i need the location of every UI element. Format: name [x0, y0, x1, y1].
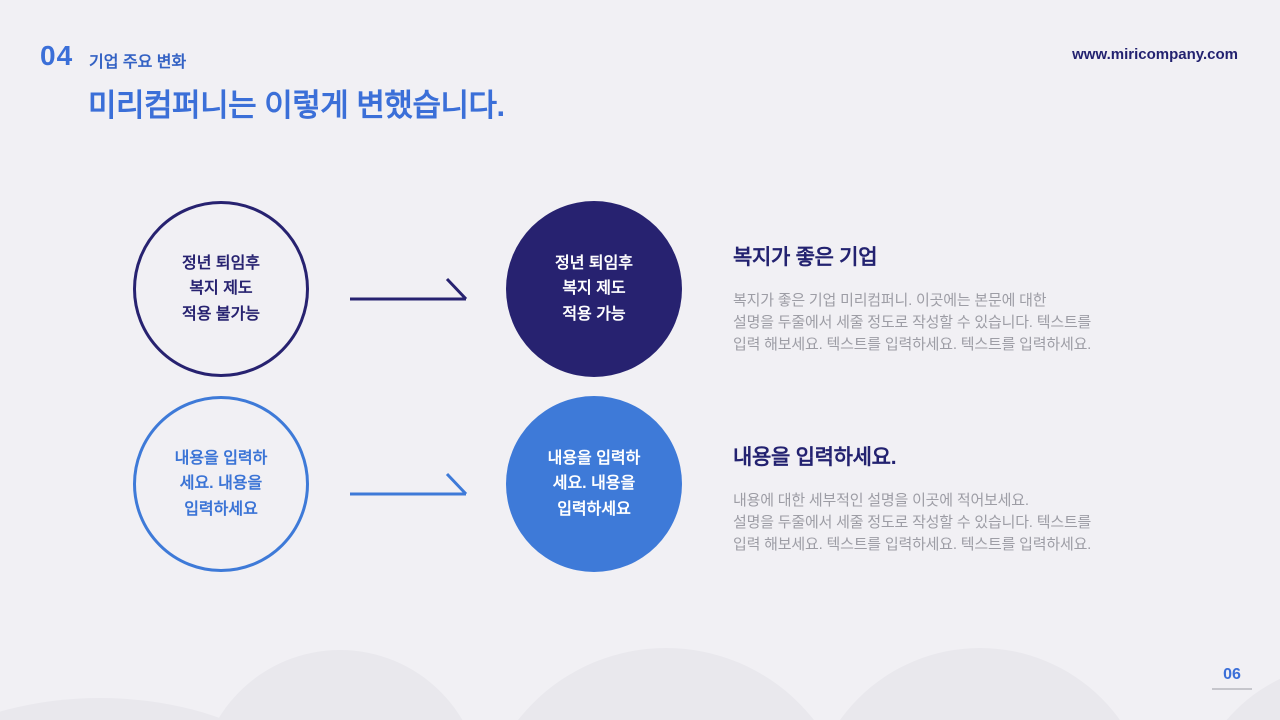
description-block-row2: 내용을 입력하세요. 내용에 대한 세부적인 설명을 이곳에 적어보세요. 설명…: [733, 441, 1153, 556]
background-bump-shape: [808, 648, 1152, 720]
slide-title: 미리컴퍼니는 이렇게 변했습니다.: [88, 88, 505, 123]
section-label: 기업 주요 변화: [89, 54, 187, 71]
after-circle-row1: 정년 퇴임후 복지 제도 적용 가능: [506, 201, 682, 377]
after-circle-row2: 내용을 입력하 세요. 내용을 입력하세요: [506, 396, 682, 572]
background-bump-shape: [478, 648, 854, 720]
page-number: 06: [1212, 666, 1252, 690]
description-block-row1: 복지가 좋은 기업 복지가 좋은 기업 미리컴퍼니. 이곳에는 본문에 대한 설…: [733, 241, 1153, 356]
block-body: 복지가 좋은 기업 미리컴퍼니. 이곳에는 본문에 대한 설명을 두줄에서 세줄…: [733, 292, 1092, 353]
block-heading: 내용을 입력하세요.: [733, 446, 897, 469]
block-body: 내용에 대한 세부적인 설명을 이곳에 적어보세요. 설명을 두줄에서 세줄 정…: [733, 492, 1092, 553]
before-circle-row2: 내용을 입력하 세요. 내용을 입력하세요: [133, 396, 309, 572]
website-url: www.miricompany.com: [1072, 46, 1238, 63]
arrow-right-icon: [350, 277, 468, 301]
background-bump-shape: [198, 650, 482, 720]
before-circle-row1: 정년 퇴임후 복지 제도 적용 불가능: [133, 201, 309, 377]
block-heading: 복지가 좋은 기업: [733, 246, 878, 269]
arrow-right-icon: [350, 472, 468, 496]
section-number: 04: [40, 40, 74, 71]
